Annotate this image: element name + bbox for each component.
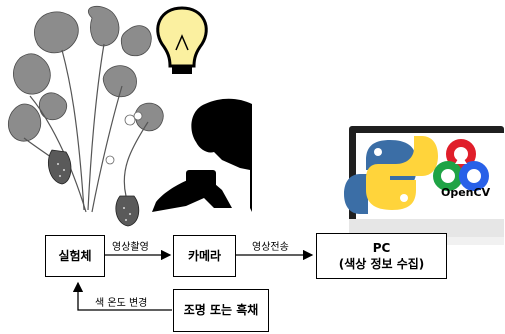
specimen-label: 실험체 [58, 248, 92, 263]
pc-subtitle: (색상 정보 수집) [338, 257, 425, 271]
opencv-logo-text: OpenCV [441, 186, 491, 199]
lighting-node: 조명 또는 흑채 [173, 289, 269, 332]
edge-label-capture: 영상촬영 [112, 242, 149, 253]
pc-title: PC [372, 240, 391, 255]
pc-node: PC (색상 정보 수집) [316, 233, 447, 279]
camera-label: 카메라 [187, 248, 222, 263]
edge-label-transfer: 영상전송 [252, 242, 289, 253]
camera-node: 카메라 [173, 235, 236, 277]
specimen-node: 실험체 [45, 235, 105, 277]
lighting-label: 조명 또는 흑채 [183, 303, 259, 318]
edge-label-color-temp: 색 온도 변경 [95, 298, 148, 309]
